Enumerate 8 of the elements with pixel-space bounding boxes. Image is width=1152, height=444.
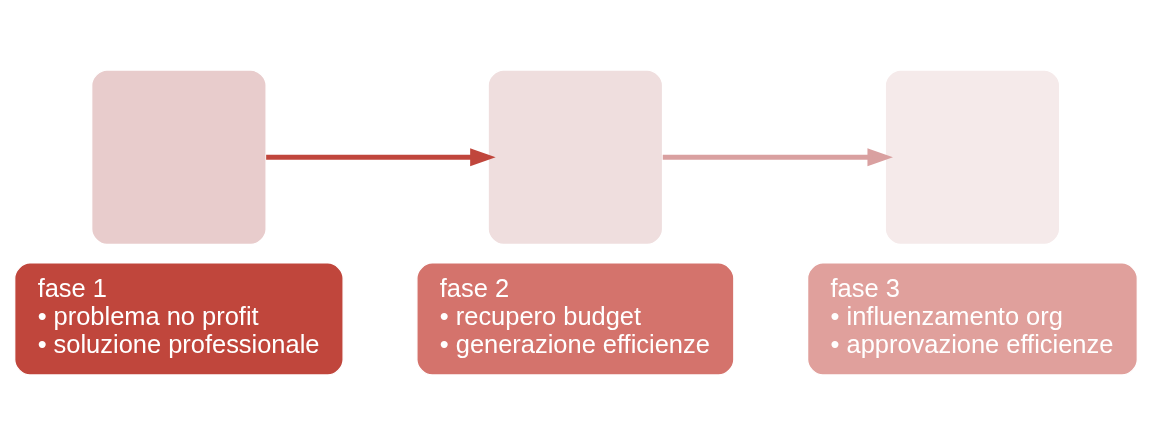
- node-box: [884, 68, 1061, 245]
- arrow: [662, 147, 893, 166]
- node-box: fase 1 • problema no profit • soluzione professionale: [14, 261, 344, 376]
- node-box: [487, 68, 664, 245]
- node-box: fase 2 • recupero budget • generazione efficienze: [416, 261, 735, 376]
- node-box: fase 3 • influenzamento org • approvazione efficienze: [807, 261, 1138, 376]
- node-box: [91, 68, 267, 245]
- arrow: [266, 147, 496, 166]
